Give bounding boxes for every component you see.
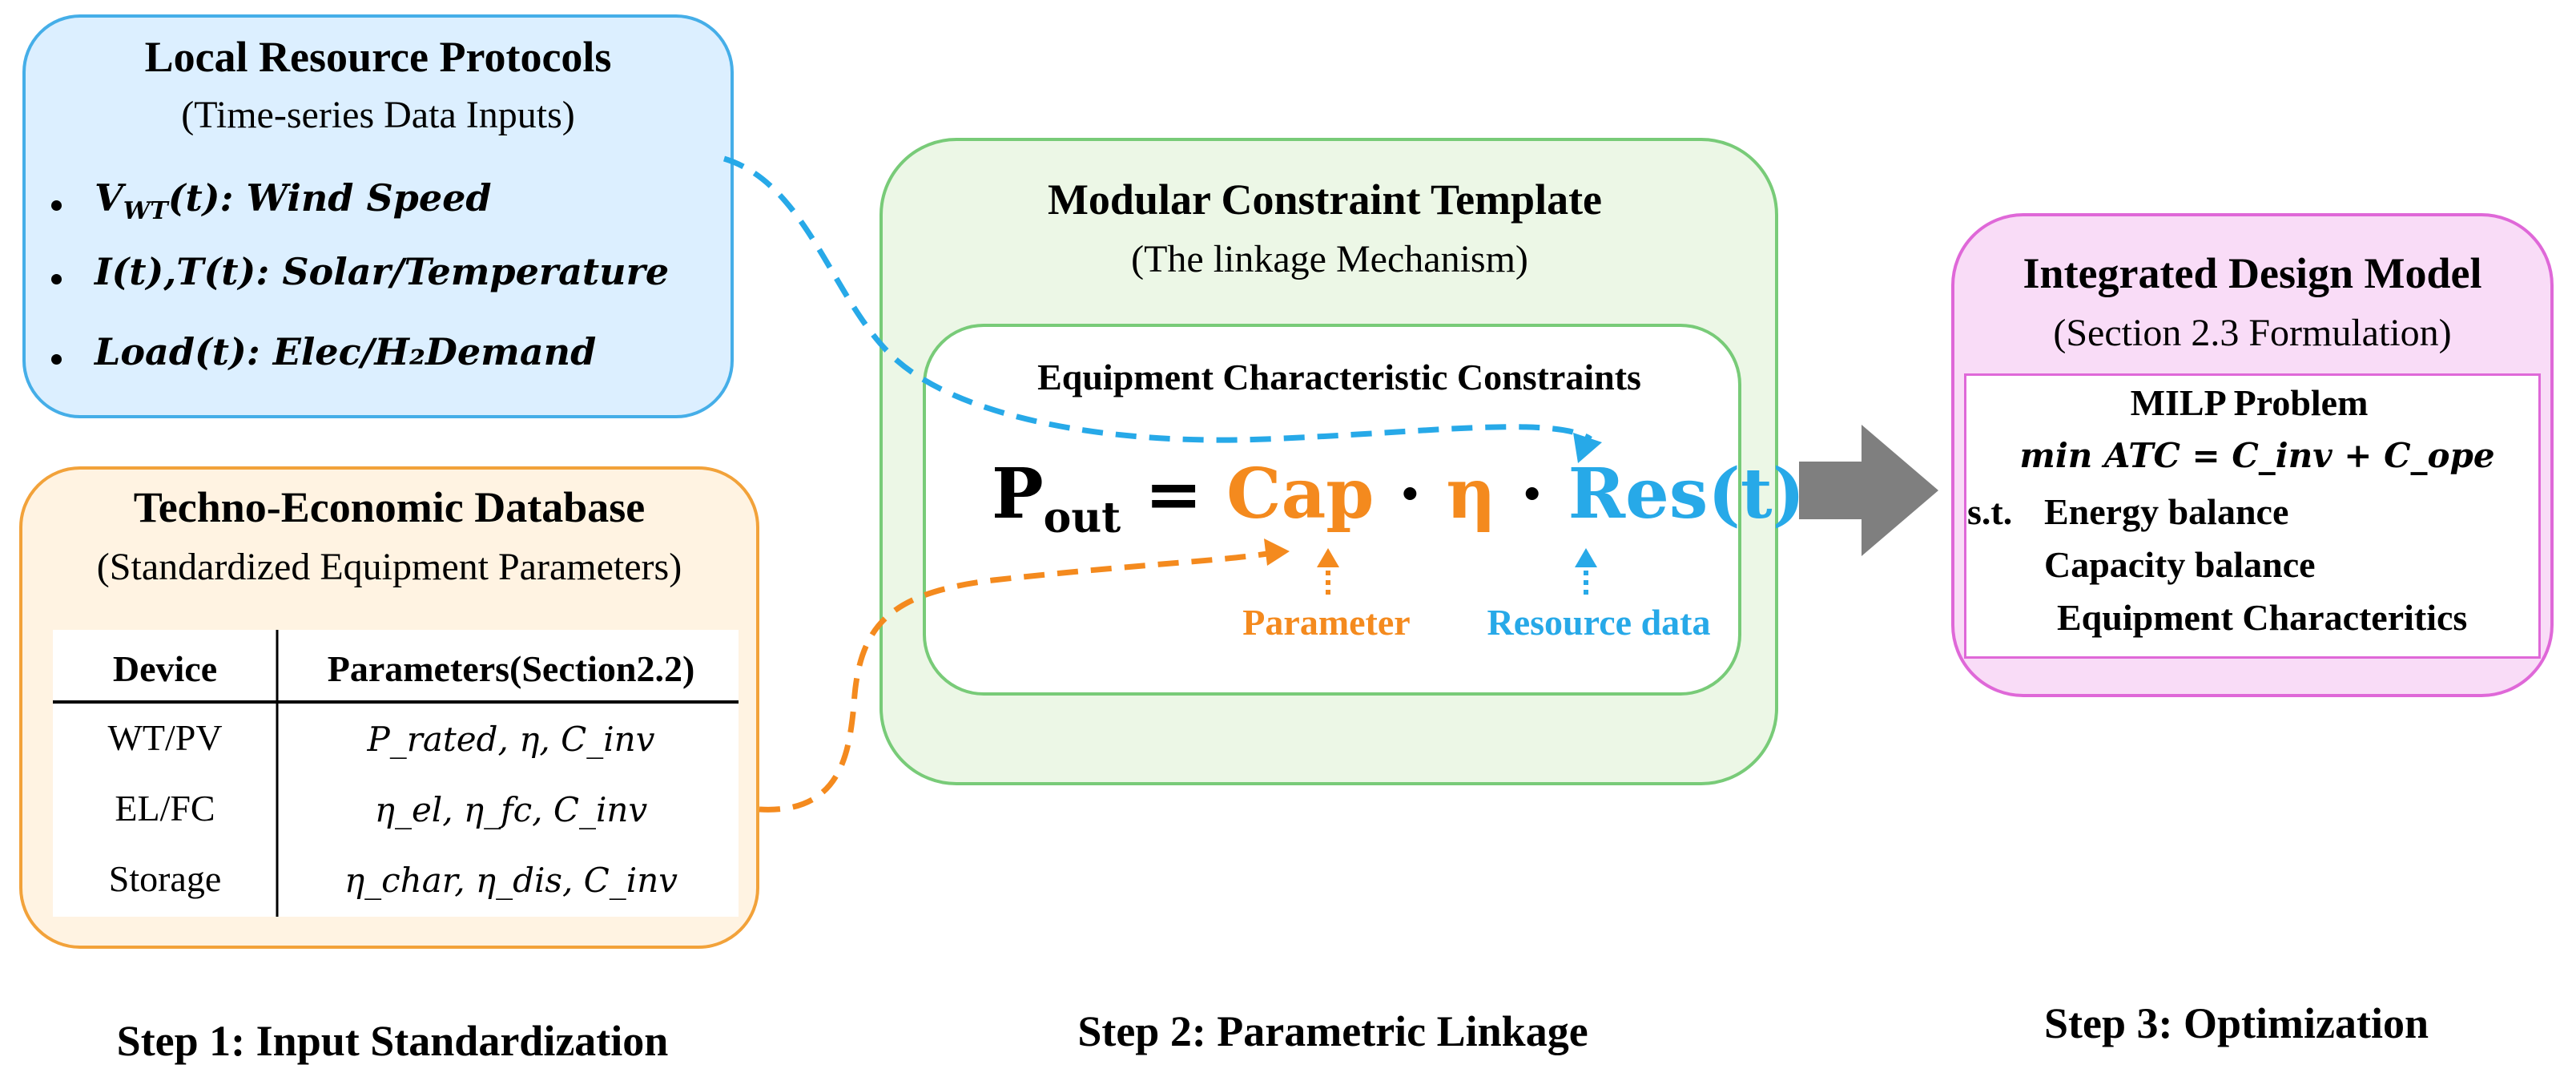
milp-title: MILP Problem [2130, 382, 2369, 423]
milp-problem-box [1964, 373, 2541, 659]
parameter-arrowhead [1317, 548, 1339, 567]
orange-dashed-connector [759, 550, 1273, 813]
bullet-dot [51, 200, 62, 211]
step2-label: Step 2: Parametric Linkage [1077, 1007, 1588, 1055]
bullet-load-demand: Load(t): Elec/H₂Demand [95, 330, 597, 373]
equipment-constraints-title: Equipment Characteristic Constraints [1037, 357, 1641, 397]
parameter-label: Parameter [1242, 602, 1411, 643]
equipment-constraints-box [923, 324, 1741, 696]
constraint-capacity-balance: Capacity balance [2044, 544, 2316, 585]
modular-template-subtitle: (The linkage Mechanism) [1131, 238, 1528, 280]
objective-function: min ATC = C_inv + C_ope [2019, 436, 2495, 475]
table-cell-device: EL/FC [115, 788, 215, 829]
local-resource-subtitle: (Time-series Data Inputs) [181, 94, 575, 136]
constraint-equipment-characteristics: Equipment Characteritics [2057, 597, 2468, 638]
constraint-energy-balance: Energy balance [2044, 491, 2289, 532]
table-cell-parameters: η_el, η_fc, C_inv [374, 790, 648, 829]
bullet-solar-temperature: I(t),T(t): Solar/Temperature [95, 250, 670, 293]
techno-economic-title: Techno-Economic Database [133, 483, 646, 531]
linkage-equation: Pout = Cap · η · Res(t) [992, 454, 1805, 543]
table-cell-parameters: P_rated, η, C_inv [367, 720, 655, 759]
parameter-table: Device Parameters(Section2.2) WT/PV P_ra… [53, 630, 739, 917]
orange-arrowhead [1264, 538, 1290, 566]
table-header-device: Device [112, 648, 218, 689]
integrated-model-subtitle: (Section 2.3 Formulation) [2053, 312, 2452, 354]
modular-template-title: Modular Constraint Template [1047, 175, 1603, 224]
bullet-wind-speed: VWT(t): Wind Speed [95, 176, 492, 226]
blue-dashed-connector [722, 155, 1592, 443]
table-cell-device: WT/PV [107, 717, 223, 758]
bullet-dot [51, 354, 62, 365]
resource-data-label: Resource data [1487, 602, 1711, 643]
table-header-parameters: Parameters(Section2.2) [327, 648, 695, 689]
local-resource-title: Local Resource Protocols [144, 33, 612, 81]
integrated-model-title: Integrated Design Model [2023, 249, 2482, 297]
step3-label: Step 3: Optimization [2044, 999, 2429, 1047]
local-resource-protocols-box [22, 14, 734, 418]
blue-arrowhead [1573, 433, 1602, 463]
st-prefix: s.t. [1967, 491, 2013, 532]
step-transition-arrow [1799, 425, 1938, 556]
step1-label: Step 1: Input Standardization [116, 1017, 669, 1065]
table-lines [53, 630, 739, 917]
resource-arrowhead [1575, 548, 1597, 567]
table-cell-device: Storage [108, 858, 222, 899]
techno-economic-subtitle: (Standardized Equipment Parameters) [96, 546, 682, 588]
bullet-dot [51, 274, 62, 284]
table-cell-parameters: η_char, η_dis, C_inv [344, 861, 678, 900]
